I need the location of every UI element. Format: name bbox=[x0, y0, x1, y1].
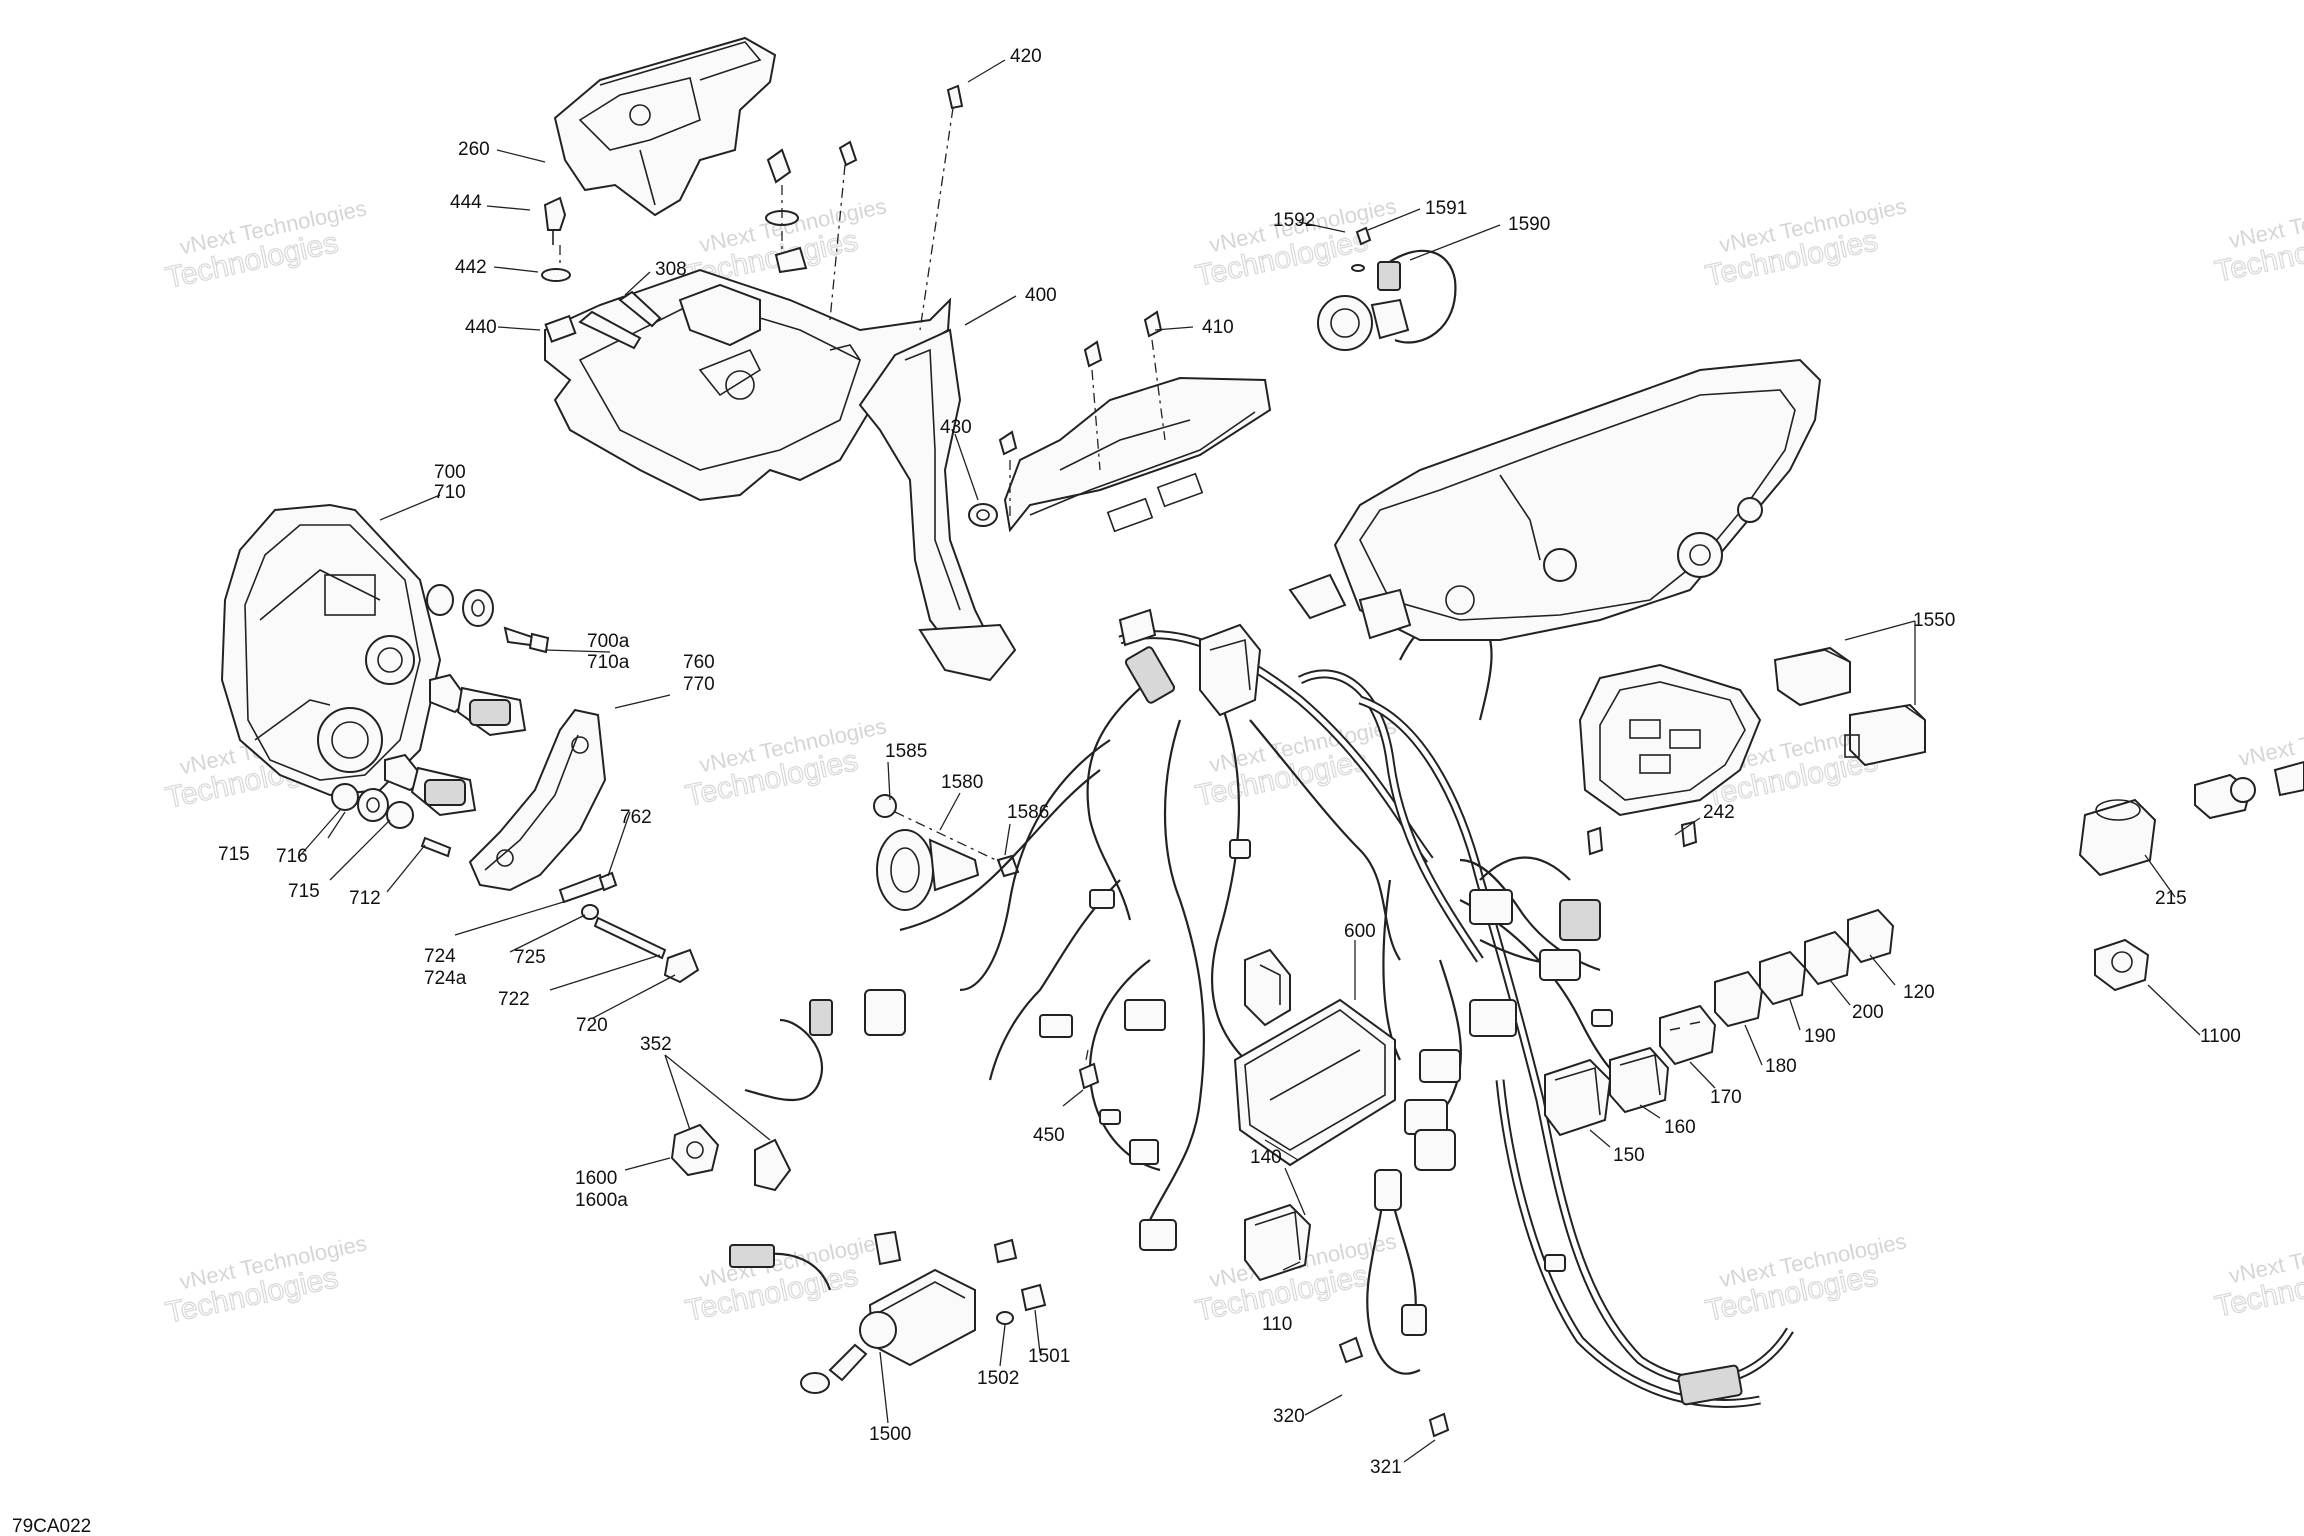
callout-440: 440 bbox=[465, 317, 497, 338]
bracket-arm-400 bbox=[858, 328, 1017, 682]
watermark: vNext Technologies Technologies bbox=[1702, 1228, 1909, 1328]
headlight-washers bbox=[331, 783, 452, 858]
watermark: vNext Technologies Technologies bbox=[682, 713, 889, 813]
callout-710: 710 bbox=[434, 482, 466, 503]
bracket-760 bbox=[468, 708, 607, 892]
switch-1100 bbox=[2094, 938, 2150, 992]
callout-760: 760 bbox=[683, 652, 715, 673]
callout-260: 260 bbox=[458, 139, 490, 160]
relay-1550 bbox=[1773, 646, 1926, 767]
callout-716: 716 bbox=[276, 846, 308, 867]
callout-724: 724 bbox=[424, 946, 456, 967]
callout-442: 442 bbox=[455, 257, 487, 278]
callout-710a: 710a bbox=[587, 652, 630, 673]
callout-450: 450 bbox=[1033, 1125, 1065, 1146]
headlight-fasteners bbox=[426, 584, 550, 654]
callout-1592: 1592 bbox=[1273, 210, 1315, 231]
watermark: vNext Technologies Technologies bbox=[682, 1228, 889, 1328]
headlight-700 bbox=[220, 503, 442, 797]
callout-420: 420 bbox=[1010, 46, 1042, 67]
pigtail-320 bbox=[1338, 1169, 1450, 1438]
connectors-row bbox=[1244, 908, 1895, 1282]
leader-lines bbox=[297, 59, 2201, 1463]
watermark: vNext Technologies Technologies bbox=[162, 1230, 369, 1330]
callout-410: 410 bbox=[1202, 317, 1234, 338]
watermark: vNext Technologies Technologies bbox=[1192, 193, 1399, 293]
sensor-1590 bbox=[1317, 226, 1457, 351]
watermarks: vNext Technologies Technologies vNext Te… bbox=[162, 189, 2304, 1330]
callout-1591: 1591 bbox=[1425, 198, 1467, 219]
callout-1586: 1586 bbox=[1007, 802, 1049, 823]
callout-724a: 724a bbox=[424, 968, 467, 989]
watermark-text: vNext Technologies bbox=[2236, 707, 2304, 771]
upper-cover-260 bbox=[553, 36, 777, 217]
bulb-700a bbox=[429, 673, 527, 737]
callout-700: 700 bbox=[434, 462, 466, 483]
callout-1501: 1501 bbox=[1028, 1346, 1070, 1367]
drawing-code: 79CA022 bbox=[12, 1516, 91, 1536]
part-215 bbox=[2078, 760, 2304, 877]
watermark: vNext Technologies Technologies bbox=[162, 195, 369, 295]
harness-connectors bbox=[1039, 608, 1743, 1406]
callout-1580: 1580 bbox=[941, 772, 983, 793]
fasteners-top-left bbox=[541, 84, 964, 350]
dash-lines-top bbox=[559, 107, 954, 331]
watermark: vNext Technologies Technologies bbox=[2212, 1224, 2304, 1324]
screw-450 bbox=[1078, 1049, 1100, 1090]
callout-1550: 1550 bbox=[1913, 610, 1955, 631]
callout-308: 308 bbox=[655, 259, 687, 280]
callout-770: 770 bbox=[683, 674, 715, 695]
callouts: 420 260 444 442 308 440 400 410 430 1592… bbox=[218, 46, 2241, 1478]
callout-715: 715 bbox=[288, 881, 320, 902]
fuse-box-242 bbox=[1578, 663, 1762, 856]
callout-160: 160 bbox=[1664, 1117, 1696, 1138]
grommet-430 bbox=[968, 503, 998, 527]
callout-1600a: 1600a bbox=[575, 1190, 628, 1211]
bulb-712 bbox=[384, 753, 477, 817]
cluster-600 bbox=[1233, 948, 1396, 1167]
callout-200: 200 bbox=[1852, 1002, 1884, 1023]
callout-444: 444 bbox=[450, 192, 482, 213]
watermark: vNext Technologies bbox=[2236, 707, 2304, 771]
callout-180: 180 bbox=[1765, 1056, 1797, 1077]
mounting-bracket-400 bbox=[544, 268, 952, 502]
callout-1590: 1590 bbox=[1508, 214, 1550, 235]
callout-1500: 1500 bbox=[869, 1424, 911, 1445]
callout-1600: 1600 bbox=[575, 1168, 617, 1189]
upper-frame bbox=[1288, 358, 1822, 641]
callout-430: 430 bbox=[940, 417, 972, 438]
callout-352: 352 bbox=[640, 1034, 672, 1055]
horn-1580 bbox=[873, 794, 1020, 911]
sensor-1600 bbox=[670, 989, 906, 1192]
watermark: vNext Technologies Technologies bbox=[1192, 713, 1399, 813]
callout-320: 320 bbox=[1273, 1406, 1305, 1427]
callout-722: 722 bbox=[498, 989, 530, 1010]
callout-150: 150 bbox=[1613, 1145, 1645, 1166]
callout-700a: 700a bbox=[587, 631, 630, 652]
callout-712: 712 bbox=[349, 888, 381, 909]
callout-1502: 1502 bbox=[977, 1368, 1019, 1389]
callout-1585: 1585 bbox=[885, 741, 927, 762]
trim-panel-410 bbox=[998, 310, 1272, 533]
callout-120: 120 bbox=[1903, 982, 1935, 1003]
callout-600: 600 bbox=[1344, 921, 1376, 942]
callout-242: 242 bbox=[1703, 802, 1735, 823]
adjuster-parts bbox=[558, 871, 700, 984]
callout-190: 190 bbox=[1804, 1026, 1836, 1047]
callout-720: 720 bbox=[576, 1015, 608, 1036]
callout-725: 725 bbox=[514, 947, 546, 968]
callout-321: 321 bbox=[1370, 1457, 1402, 1478]
callout-110: 110 bbox=[1262, 1314, 1292, 1335]
callout-762: 762 bbox=[620, 807, 652, 828]
motor-1500 bbox=[729, 1230, 1047, 1394]
callout-1100: 1100 bbox=[2200, 1026, 2241, 1047]
callout-140: 140 bbox=[1250, 1147, 1282, 1168]
callout-400: 400 bbox=[1025, 285, 1057, 306]
callout-715: 715 bbox=[218, 844, 250, 865]
callout-215: 215 bbox=[2155, 888, 2187, 909]
watermark: vNext Technologies Technologies bbox=[1702, 193, 1909, 293]
watermark: vNext Technologies Technologies bbox=[2212, 189, 2304, 289]
callout-170: 170 bbox=[1710, 1087, 1742, 1108]
